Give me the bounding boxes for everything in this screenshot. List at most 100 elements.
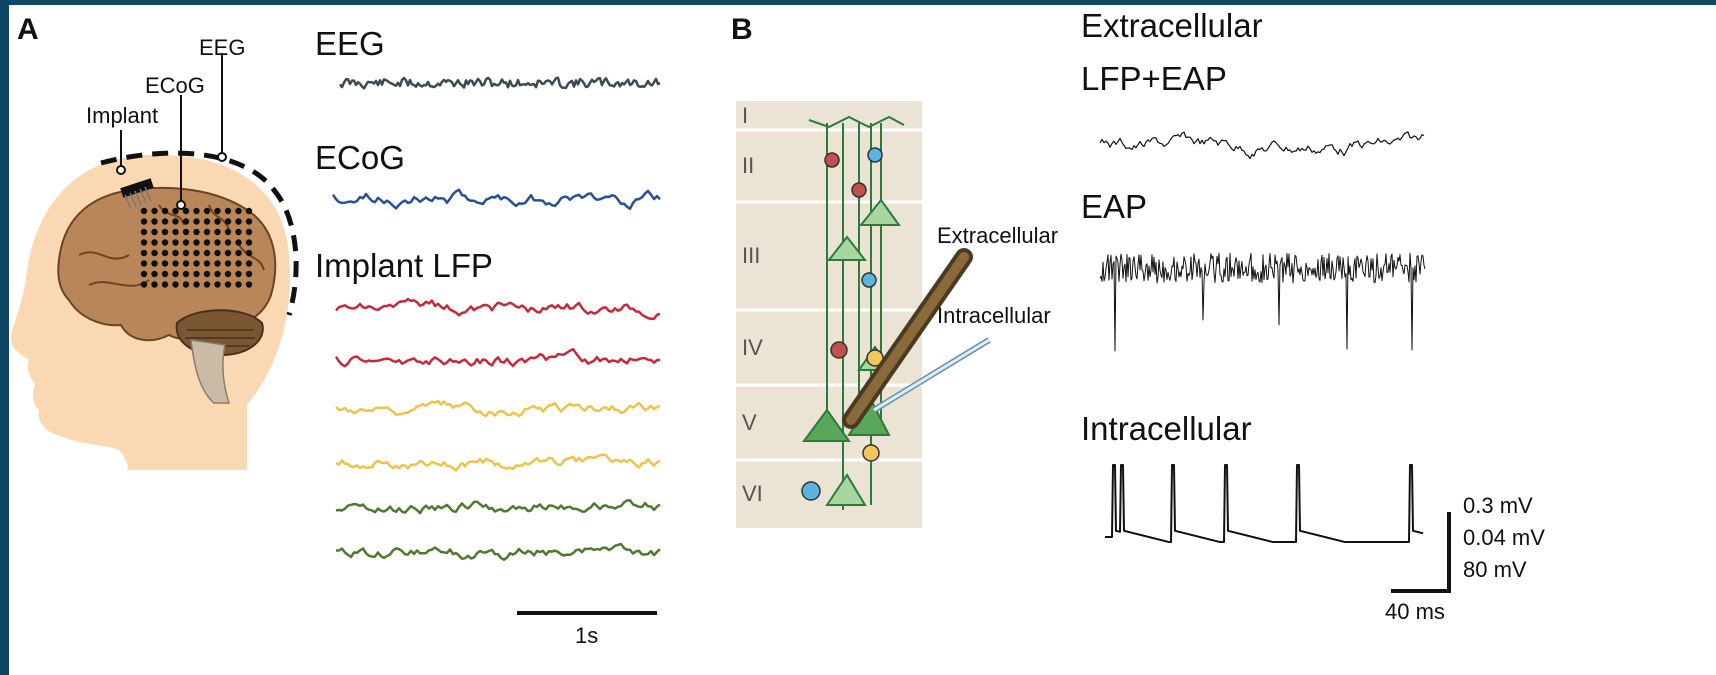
ecog-trace-title: ECoG (315, 139, 405, 176)
ecog-electrode-dot (224, 239, 232, 246)
ecog-electrode-dot (151, 260, 158, 267)
ecog-electrode-dot (151, 249, 158, 257)
implant-lfp-trace (335, 297, 661, 321)
implant-lfp-title: Implant LFP (315, 247, 493, 284)
implant-device (120, 178, 154, 198)
ecog-electrode-dot (182, 218, 190, 225)
ecog-electrode-dot (224, 260, 232, 267)
ecog-electrode-dot (214, 218, 221, 225)
panel-b-graphics (736, 101, 1451, 593)
ecog-electrode-dot (235, 270, 242, 278)
layer-label: III (742, 243, 761, 268)
ecog-electrode-dot (182, 270, 190, 278)
ecog-electrode-dot (140, 239, 148, 246)
implant-lfp-trace (335, 542, 661, 561)
ecog-electrode-dot (214, 239, 221, 246)
ecog-electrode-dot (214, 228, 221, 236)
layer-label: I (742, 102, 749, 128)
ecog-electrode-dot (193, 281, 200, 288)
panel-b-traces (1099, 131, 1426, 543)
layer-label: VI (742, 481, 763, 506)
panel-a-label: A (17, 13, 39, 46)
ecog-electrode-dot (140, 281, 148, 288)
layer-label: V (742, 409, 757, 435)
ecog-electrode-dot (172, 270, 179, 278)
ecog-electrode-dot (203, 260, 211, 267)
ecog-electrode-dot (182, 281, 190, 288)
layer-label: II (742, 153, 755, 178)
ecog-electrode-dot (203, 228, 211, 236)
ecog-electrode-dot (235, 260, 242, 267)
ecog-electrode-dot (182, 239, 190, 246)
ecog-electrode-dot (140, 260, 148, 267)
ecog-electrode-dot (214, 260, 221, 267)
ecog-electrode-dot (140, 207, 148, 215)
ecog-electrode-dot (193, 270, 200, 278)
ecog-electrode-dot (214, 207, 221, 215)
ecog-electrode-dot (193, 207, 200, 215)
ecog-electrode-dot (193, 218, 200, 225)
ecog-electrode-dot (193, 249, 200, 257)
time-scale-label-1s: 1s (575, 623, 599, 648)
voltage-scale-1: 0.3 mV (1463, 493, 1533, 518)
ecog-electrode-dot (235, 239, 242, 246)
ecog-electrode-dot (172, 228, 179, 236)
voltage-scale-3: 80 mV (1463, 557, 1527, 582)
cortical-layers (736, 101, 922, 528)
ecog-electrode-dot (140, 218, 148, 225)
pyramidal-neurons (802, 115, 905, 510)
eeg-trace (338, 76, 661, 90)
layer-label: IV (742, 334, 763, 360)
ecog-electrode-dot (182, 228, 190, 236)
extracellular-title: Extracellular (1081, 7, 1263, 44)
brainstem (190, 339, 231, 404)
intracellular-title: Intracellular (1081, 410, 1252, 447)
ecog-electrode-dot (235, 249, 242, 257)
ecog-electrode-dot (245, 270, 253, 278)
ecog-electrode-dot (151, 270, 158, 278)
implant-lfp-trace (335, 499, 661, 515)
ecog-electrode-dot (161, 249, 169, 257)
figure: A EEG ECoG Implant EEG ECoG Implant LFP … (9, 5, 1716, 675)
ecog-electrode-dot (172, 249, 179, 257)
ecog-electrode-dot (245, 218, 253, 225)
ecog-electrode-dot (245, 239, 253, 246)
ecog-electrode-dot (193, 239, 200, 246)
intracellular-trace (1105, 464, 1424, 543)
ecog-head-label: ECoG (145, 73, 205, 98)
ecog-electrode-dot (203, 281, 211, 288)
ecog-electrode-dot (140, 228, 148, 236)
lfp-eap-title: LFP+EAP (1081, 60, 1227, 97)
layer-background (736, 101, 922, 528)
ecog-electrode-dot (224, 270, 232, 278)
ecog-grid (140, 207, 253, 288)
ecog-electrode-dot (245, 249, 253, 257)
ecog-electrode-dot (172, 281, 179, 288)
ecog-electrode-dot (224, 218, 232, 225)
voltage-scale-2: 0.04 mV (1463, 525, 1545, 550)
ecog-electrode-dot (161, 260, 169, 267)
ecog-electrode-dot (172, 239, 179, 246)
time-scale-label-40ms: 40 ms (1385, 599, 1445, 624)
ecog-electrode-dot (161, 239, 169, 246)
ecog-electrode-dot (151, 218, 158, 225)
ecog-electrode-dot (245, 228, 253, 236)
ecog-electrode-dot (161, 281, 169, 288)
ecog-electrode-dot (203, 218, 211, 225)
ecog-electrode-dot (224, 281, 232, 288)
ecog-electrode-dot (203, 207, 211, 215)
ecog-electrode-dot (235, 228, 242, 236)
ecog-electrode-dot (214, 270, 221, 278)
implant-lfp-trace (335, 453, 661, 472)
lfp-eap-trace (1099, 131, 1425, 160)
ecog-electrode-dot (182, 207, 190, 215)
ecog-electrode-dot (151, 228, 158, 236)
intracellular-electrode-label: Intracellular (937, 303, 1051, 328)
implant-lfp-trace (334, 347, 661, 368)
interneurons (801, 147, 884, 501)
ecog-electrode-dot (172, 260, 179, 267)
ecog-electrode-dot (151, 239, 158, 246)
ecog-electrode-dot (224, 249, 232, 257)
ecog-electrode-dot (193, 260, 200, 267)
ecog-electrode-dot (203, 239, 211, 246)
